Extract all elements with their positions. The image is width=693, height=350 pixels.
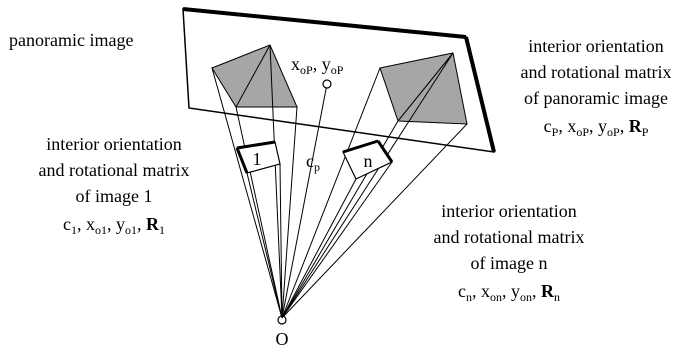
panoramic-plane-right-edge — [464, 36, 496, 153]
imagen-orientation-block: interior orientation and rotational matr… — [434, 201, 585, 304]
image1-frustum-edge — [235, 44, 271, 108]
image1-rays — [211, 44, 298, 319]
image1-block-params: c1, xo1, yo1, R1 — [63, 214, 165, 237]
imagen-frame-top — [342, 139, 379, 154]
image1-block-line3: of image 1 — [76, 186, 153, 206]
imagen-frustum-edge — [397, 52, 454, 122]
rays-through-frames — [246, 161, 393, 319]
camera-constant-label: cp — [306, 151, 320, 174]
image1-orientation-block: interior orientation and rotational matr… — [39, 134, 190, 237]
imagen-block-line3: of image n — [471, 253, 548, 273]
panoramic-block-line3: of panoramic image — [524, 88, 668, 108]
imagen-block-params: cn, xon, yon, Rn — [458, 281, 560, 304]
image1-number: 1 — [253, 149, 262, 169]
imagen-frame-right — [376, 140, 394, 163]
panoramic-image-label: panoramic image — [9, 30, 133, 50]
principal-point-label: xoP, yoP — [291, 54, 344, 77]
projection-center-label: O — [276, 329, 289, 349]
image1-frame-left — [235, 147, 249, 174]
principal-point-marker — [322, 79, 332, 89]
principal-ray — [281, 83, 328, 319]
panoramic-plane-top-edge — [182, 7, 467, 39]
imagen-projection-on-panorama — [379, 52, 468, 125]
panoramic-block-line2: and rotational matrix — [521, 62, 672, 82]
image1-frame-top — [236, 140, 276, 150]
image1-projection-on-panorama — [211, 44, 298, 108]
image1-block-line1: interior orientation — [46, 134, 181, 154]
imagen-number: n — [364, 151, 373, 171]
imagen-block-line1: interior orientation — [441, 201, 576, 221]
panoramic-block-params: cP, xoP, yoP, RP — [544, 116, 649, 139]
imagen-block-line2: and rotational matrix — [434, 227, 585, 247]
panoramic-block-line1: interior orientation — [528, 36, 663, 56]
panoramic-orientation-block: interior orientation and rotational matr… — [521, 36, 672, 139]
image1-block-line2: and rotational matrix — [39, 160, 190, 180]
